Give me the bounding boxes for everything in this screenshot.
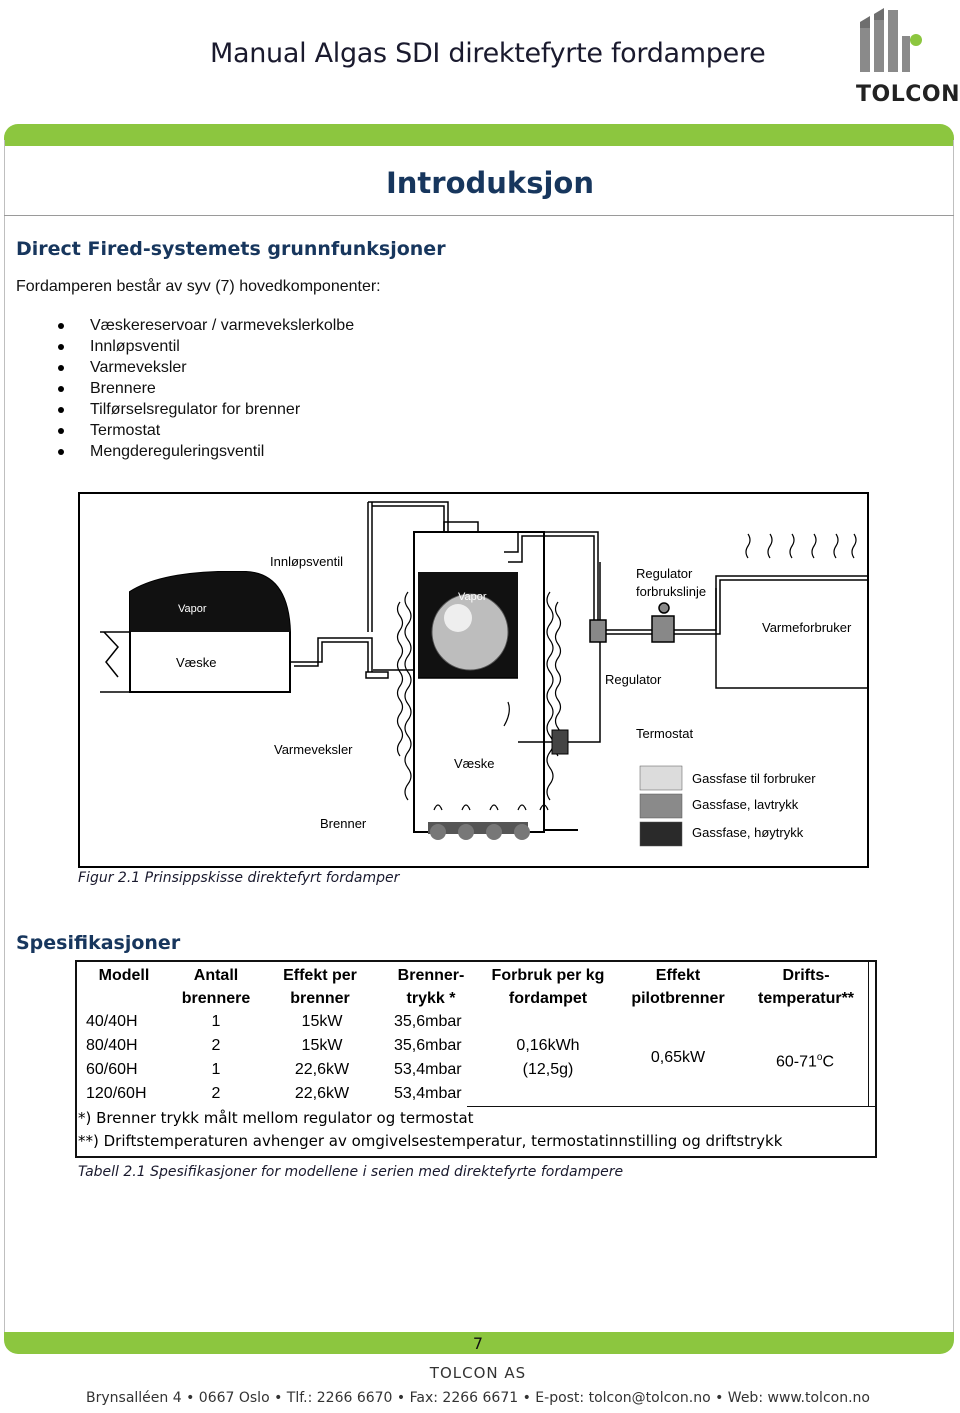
specs-heading: Spesifikasjoner: [16, 932, 181, 954]
table-cell-merged: 0,65kW: [650, 1049, 706, 1066]
regulator-piping: [443, 521, 868, 643]
liquid-center-label: Væske: [454, 756, 494, 771]
list-item: Innløpsventil: [58, 336, 354, 357]
logo-text: TOLCON: [856, 82, 960, 107]
thermostat-label: Termostat: [636, 726, 693, 741]
footer-accent-bar: [4, 1332, 954, 1354]
heat-consumer: [715, 533, 868, 689]
table-cell: 40/40H: [86, 1013, 138, 1030]
page-number: 7: [472, 1334, 484, 1353]
section-title: Introduksjon: [386, 166, 594, 200]
table-inner-rule: [868, 962, 869, 1107]
inlet-piping: [290, 501, 449, 679]
legend-label: Gassfase, høytrykk: [692, 825, 804, 840]
burner-label: Brenner: [320, 816, 367, 831]
table-header: Drifts-temperatur**: [757, 967, 855, 1007]
vapor-left-label: Vapor: [178, 603, 207, 615]
flow-arrow-icon: [503, 701, 510, 727]
heat-exchanger-waves: [396, 591, 562, 801]
table-footnote: *) Brenner trykk målt mellom regulator o…: [78, 1109, 474, 1127]
table-cell-merged: 60-71oC: [776, 1052, 835, 1071]
regulator-label: Regulator: [605, 672, 662, 687]
vapor-center-label: Vapor: [458, 591, 487, 603]
heat-exchanger-label: Varmeveksler: [274, 742, 353, 757]
table-cell: 22,6kW: [294, 1085, 350, 1102]
table-cell: 80/40H: [86, 1037, 138, 1054]
legend-label: Gassfase, lavtrykk: [692, 797, 799, 812]
tolcon-logo: TOLCON: [856, 6, 960, 107]
intro-heading: Direct Fired-systemets grunnfunksjoner: [16, 238, 446, 260]
inlet-valve-label: Innløpsventil: [270, 554, 343, 569]
table-cell: 120/60H: [86, 1085, 147, 1102]
table-cell: 60/60H: [86, 1061, 138, 1078]
burners: [428, 804, 578, 840]
tolcon-logo-mark-icon: [860, 8, 922, 72]
header-accent-bar: [4, 124, 954, 146]
list-item: Brennere: [58, 378, 354, 399]
figure-legend: Gassfase til forbruker Gassfase, lavtryk…: [639, 765, 816, 847]
table-cell: 35,6mbar: [394, 1037, 462, 1054]
component-list: Væskereservoar / varmevekslerkolbe Innlø…: [58, 315, 354, 462]
list-item: Væskereservoar / varmevekslerkolbe: [58, 315, 354, 336]
section-divider: [4, 215, 954, 216]
list-item: Termostat: [58, 420, 354, 441]
table-cell: 35,6mbar: [394, 1013, 462, 1030]
table-cell: 1: [211, 1061, 221, 1078]
table-cell: 2: [211, 1085, 221, 1102]
heat-consumer-label: Varmeforbruker: [762, 620, 852, 635]
liquid-tank: [100, 571, 291, 693]
table-cell: 1: [211, 1013, 221, 1030]
liquid-left-label: Væske: [176, 655, 216, 670]
table-cell: 15kW: [301, 1037, 343, 1054]
table-cell: 2: [211, 1037, 221, 1054]
content-frame: [4, 140, 954, 1340]
table-cell-merged: (12,5g): [522, 1061, 574, 1078]
figure-caption: Figur 2.1 Prinsippskisse direktefyrt for…: [78, 870, 400, 886]
table-cell-merged: 0,16kWh: [516, 1037, 580, 1054]
list-item: Mengdereguleringsventil: [58, 441, 354, 462]
list-item: Tilførselsregulator for brenner: [58, 399, 354, 420]
consumer-regulator-label-line1: Regulator: [636, 566, 693, 581]
legend-label: Gassfase til forbruker: [692, 771, 816, 786]
table-footnote: **) Driftstemperaturen avhenger av omgiv…: [78, 1132, 783, 1150]
vaporizer-schematic: Vapor Væske Innløpsventil Vapor Væske Va…: [78, 492, 869, 868]
table-cell: 22,6kW: [294, 1061, 350, 1078]
legend-swatch: [639, 765, 683, 791]
table-inner-rule: [467, 1106, 875, 1107]
legend-swatch: [639, 793, 683, 819]
table-cell: 53,4mbar: [394, 1061, 462, 1078]
table-header: Modell: [98, 967, 150, 984]
footer-contact: Brynsalléen 4 • 0667 Oslo • Tlf.: 2266 6…: [86, 1390, 870, 1406]
table-header: Brenner-trykk *: [397, 967, 465, 1007]
vaporizer-body: [413, 531, 545, 833]
document-title: Manual Algas SDI direktefyrte fordampere: [210, 38, 766, 69]
legend-swatch: [639, 821, 683, 847]
specs-table: [75, 960, 877, 1158]
consumer-regulator-label-line2: forbrukslinje: [636, 584, 706, 599]
list-item: Varmeveksler: [58, 357, 354, 378]
table-cell: 15kW: [301, 1013, 343, 1030]
intro-lead: Fordamperen består av syv (7) hovedkompo…: [16, 278, 381, 295]
table-cell: 53,4mbar: [394, 1085, 462, 1102]
footer-company: TOLCON AS: [429, 1364, 527, 1382]
table-caption: Tabell 2.1 Spesifikasjoner for modellene…: [78, 1164, 624, 1180]
